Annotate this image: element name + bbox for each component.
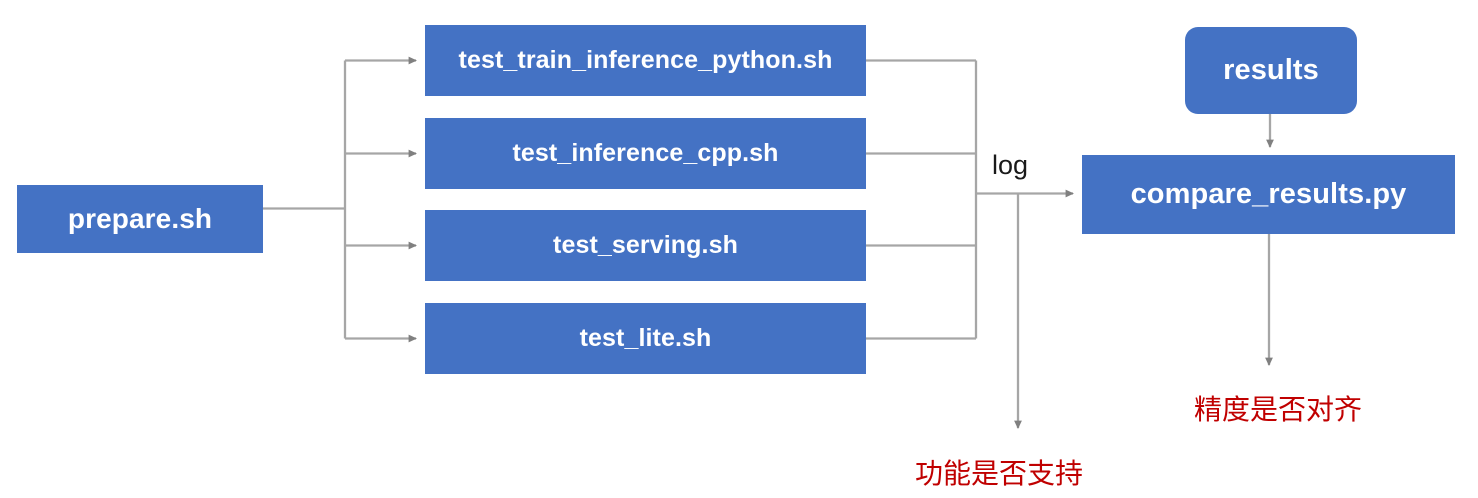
- node-compare-results-py[interactable]: compare_results.py: [1082, 155, 1455, 234]
- node-compare-results-py-label: compare_results.py: [1130, 177, 1407, 210]
- annotation-function-supported: 功能是否支持: [915, 457, 1084, 490]
- annotation-precision-aligned: 精度是否对齐: [1194, 393, 1363, 426]
- node-test-serving-sh[interactable]: test_serving.sh: [425, 210, 866, 281]
- node-prepare-sh-label: prepare.sh: [67, 202, 213, 234]
- node-test-lite-sh-label: test_lite.sh: [579, 323, 712, 352]
- node-results[interactable]: results: [1185, 27, 1357, 114]
- node-prepare-sh[interactable]: prepare.sh: [17, 185, 263, 253]
- node-test-inference-cpp-sh-label: test_inference_cpp.sh: [512, 138, 779, 167]
- node-test-train-inference-python-sh-label: test_train_inference_python.sh: [458, 45, 833, 74]
- edge-label-log: log: [992, 150, 1029, 180]
- node-results-label: results: [1223, 53, 1319, 86]
- node-test-serving-sh-label: test_serving.sh: [553, 230, 738, 259]
- node-test-train-inference-python-sh[interactable]: test_train_inference_python.sh: [425, 25, 866, 96]
- node-test-inference-cpp-sh[interactable]: test_inference_cpp.sh: [425, 118, 866, 189]
- node-test-lite-sh[interactable]: test_lite.sh: [425, 303, 866, 374]
